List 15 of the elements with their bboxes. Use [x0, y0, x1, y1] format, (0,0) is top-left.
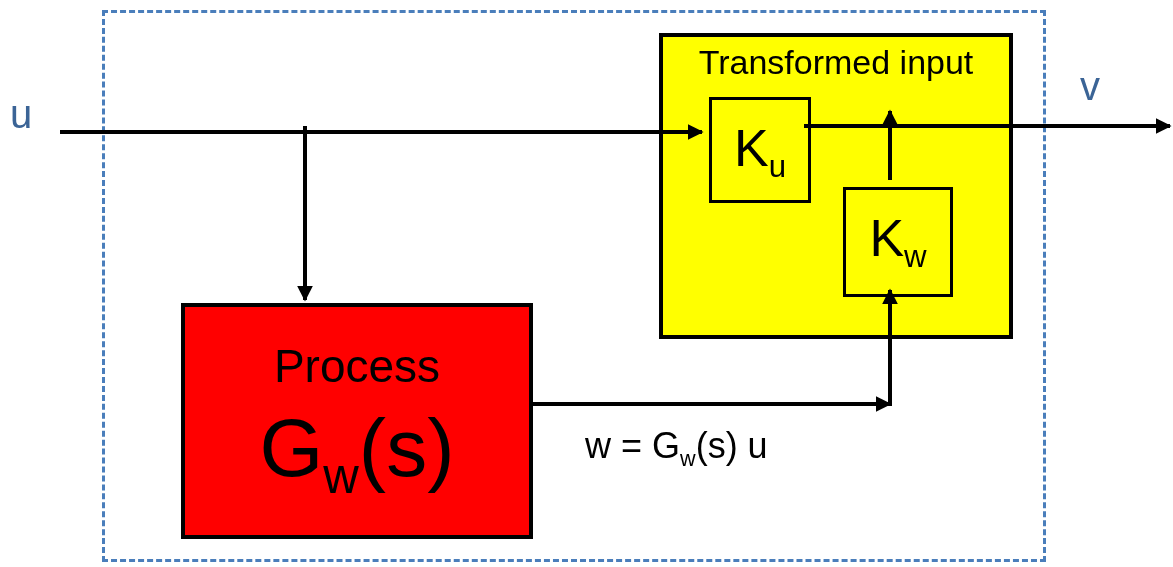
dashed-boundary-box: [102, 10, 1046, 562]
edge-label: w = G$_{w}$(s) u: [585, 428, 768, 464]
block-title: Process: [272, 343, 442, 389]
gain-block: [843, 187, 953, 297]
signal-label: v: [1080, 66, 1100, 106]
process-block: [181, 303, 533, 539]
arrow: [882, 109, 898, 180]
arrow: [297, 126, 313, 302]
gain-block: [709, 97, 811, 203]
arrow: [804, 118, 1172, 134]
signal-label: u: [10, 94, 33, 134]
arrow: [530, 288, 898, 412]
block-title: Transformed input: [697, 45, 975, 79]
arrow: [60, 124, 704, 140]
transform-block: [659, 33, 1013, 339]
